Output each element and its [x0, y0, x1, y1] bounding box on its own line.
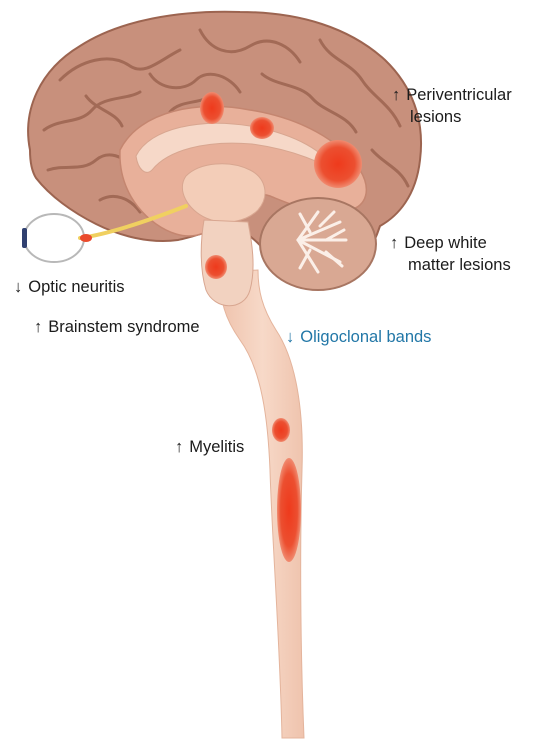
eye [24, 214, 84, 262]
oligoclonal-bands-label: ↓Oligoclonal bands [286, 326, 431, 348]
myelitis-label: ↑Myelitis [175, 436, 244, 458]
spinal-cord-lesion-upper [272, 418, 290, 442]
periventricular-lesion-1 [200, 92, 224, 124]
periventricular-label: ↑Periventricular lesions [392, 84, 512, 128]
spinal-cord-lesion-lower [277, 458, 301, 562]
brainstem-syndrome-label: ↑Brainstem syndrome [34, 316, 200, 338]
brainstem-lesion [205, 255, 227, 279]
periventricular-lesion-3 [314, 140, 362, 188]
optic-nerve-lesion [80, 234, 92, 242]
optic-neuritis-label: ↓Optic neuritis [14, 276, 125, 298]
deep-white-matter-label: ↑Deep white matter lesions [390, 232, 511, 276]
eye-lens [22, 228, 27, 248]
periventricular-lesion-2 [250, 117, 274, 139]
